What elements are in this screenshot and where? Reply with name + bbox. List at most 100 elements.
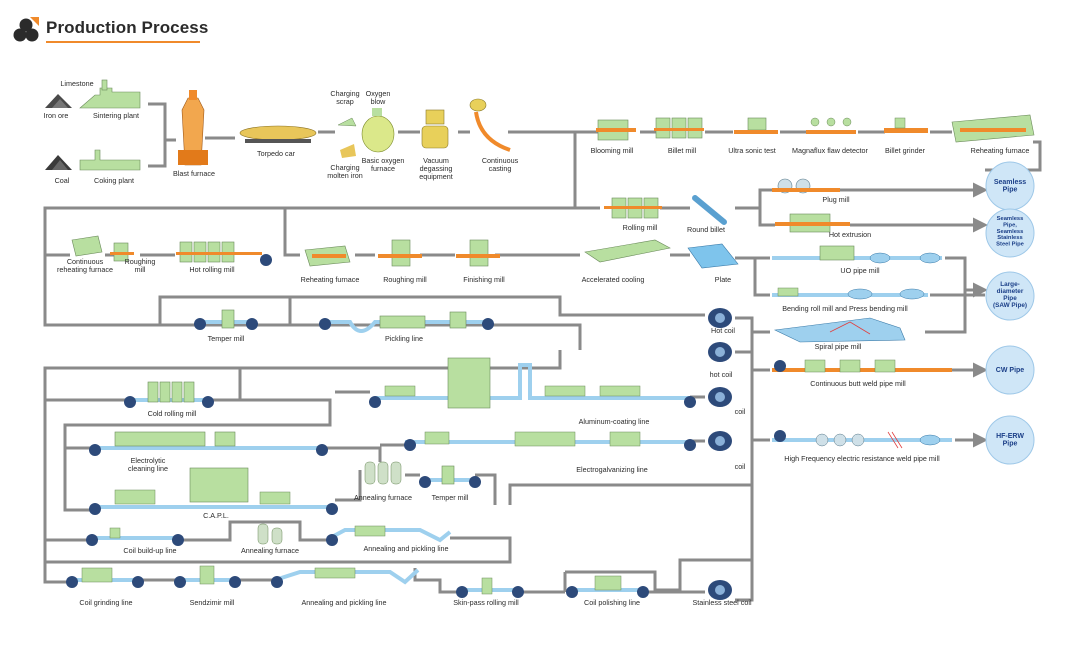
label-uo-pipe-mill: UO pipe mill xyxy=(840,266,880,275)
annealing-furnace-1-icon xyxy=(364,461,402,485)
title-underline xyxy=(46,41,200,43)
label-reheating-furnace-mid: Reheating furnace xyxy=(301,275,360,284)
electrogalvanizing-icon xyxy=(404,431,696,451)
sintering-plant-icon xyxy=(79,79,141,109)
reheating-furnace-mid-icon xyxy=(304,245,351,267)
bending-roll-mill-icon xyxy=(772,287,928,300)
reheating-furnace-top-icon xyxy=(951,114,1035,143)
label-hot-coil-2: hot coil xyxy=(710,370,733,379)
label-spiral-pipe-mill: Spiral pipe mill xyxy=(815,342,862,351)
label-blooming-mill: Blooming mill xyxy=(591,146,634,155)
continuous-casting-icon xyxy=(469,98,511,152)
label-cold-rolling-mill: Cold rolling mill xyxy=(148,409,197,418)
label-coil-2: coil xyxy=(735,462,746,471)
label-hot-coil-1: Hot coil xyxy=(711,326,735,335)
temper-mill-2-icon xyxy=(419,465,481,488)
label-coil-buildup: Coil build-up line xyxy=(123,546,176,555)
label-bending-roll-mill: Bending roll mill and Press bending mill xyxy=(782,304,908,313)
cold-rolling-mill-icon xyxy=(124,381,214,408)
label-ultra-sonic-test: Ultra sonic test xyxy=(728,146,776,155)
finishing-mill-icon xyxy=(456,239,500,267)
continuous-reheating-furnace-icon xyxy=(71,235,103,257)
rolling-mill-icon xyxy=(604,197,662,219)
torpedo-car-icon xyxy=(239,125,317,143)
capl-icon xyxy=(89,467,338,515)
coil-buildup-icon xyxy=(86,527,184,546)
round-billet-icon xyxy=(692,195,727,225)
annealing-pickling-1-icon xyxy=(326,525,452,546)
label-hot-extrusion: Hot extrusion xyxy=(829,230,871,239)
product-cw-pipe-label: CW Pipe xyxy=(996,367,1024,374)
label-annealing-pickling-1: Annealing and pickling line xyxy=(363,544,448,553)
label-annealing-pickling-2: Annealing and pickling line xyxy=(301,598,386,607)
electrolytic-cleaning-icon xyxy=(89,431,328,456)
label-coil-grinding: Coil grinding line xyxy=(79,598,132,607)
label-reheating-furnace-top: Reheating furnace xyxy=(971,146,1030,155)
basic-oxygen-furnace-icon xyxy=(337,108,395,158)
plate-icon xyxy=(687,243,739,269)
label-temper-mill-1: Temper mill xyxy=(208,334,245,343)
stainless-coil-icon xyxy=(708,580,732,600)
spiral-pipe-mill-icon xyxy=(773,317,906,343)
coking-plant-icon xyxy=(79,149,141,171)
vacuum-degassing-icon xyxy=(421,109,449,149)
hot-coil-2-icon xyxy=(708,342,732,362)
coil-grinding-icon xyxy=(66,567,144,588)
label-iron-ore: Iron ore xyxy=(44,111,69,120)
hf-erw-mill-icon xyxy=(772,430,952,449)
label-continuous-butt-weld: Continuous butt weld pipe mill xyxy=(810,379,906,388)
coil-1-icon xyxy=(708,387,732,407)
product-cw-pipe: CW Pipe xyxy=(985,345,1035,395)
label-pickling-line: Pickling line xyxy=(385,334,423,343)
process-labels: Limestone Iron ore Sintering plant Coal … xyxy=(44,79,1030,607)
pickling-line-icon xyxy=(319,311,494,333)
label-billet-mill: Billet mill xyxy=(668,146,697,155)
label-billet-grinder: Billet grinder xyxy=(885,146,926,155)
iron-ore-pile xyxy=(45,94,72,108)
logo-icon xyxy=(13,17,39,42)
label-aluminum-coating-line: Aluminum-coating line xyxy=(579,417,650,426)
label-accelerated-cooling: Accelerated cooling xyxy=(582,275,645,284)
label-magnaflux: Magnaflux flaw detector xyxy=(792,146,869,155)
label-hot-rolling-mill: Hot rolling mill xyxy=(189,265,235,274)
hot-rolling-mill-icon xyxy=(176,241,272,266)
label-round-billet: Round billet xyxy=(687,225,725,234)
uo-pipe-mill-icon xyxy=(772,245,942,264)
label-torpedo-car: Torpedo car xyxy=(257,149,296,158)
label-coil-polishing: Coil polishing line xyxy=(584,598,640,607)
hot-extrusion-icon xyxy=(775,213,850,233)
roughing-mill-1-icon xyxy=(110,242,134,262)
blooming-mill-icon xyxy=(596,119,636,141)
label-sintering-plant: Sintering plant xyxy=(93,111,139,120)
label-stainless-coil: Stainless steel coil xyxy=(692,598,752,607)
skin-pass-icon xyxy=(456,577,524,598)
ultra-sonic-test-icon xyxy=(734,117,778,134)
label-sendzimir: Sendzimir mill xyxy=(190,598,235,607)
roughing-mill-2-icon xyxy=(378,239,422,267)
label-plug-mill: Plug mill xyxy=(822,195,850,204)
label-coking-plant: Coking plant xyxy=(94,176,134,185)
hot-coil-1-icon xyxy=(708,308,732,328)
coal-pile xyxy=(45,155,72,170)
label-temper-mill-2: Temper mill xyxy=(432,493,469,502)
annealing-pickling-2-icon xyxy=(271,567,420,588)
coil-polishing-icon xyxy=(566,575,649,598)
coil-2-icon xyxy=(708,431,732,451)
